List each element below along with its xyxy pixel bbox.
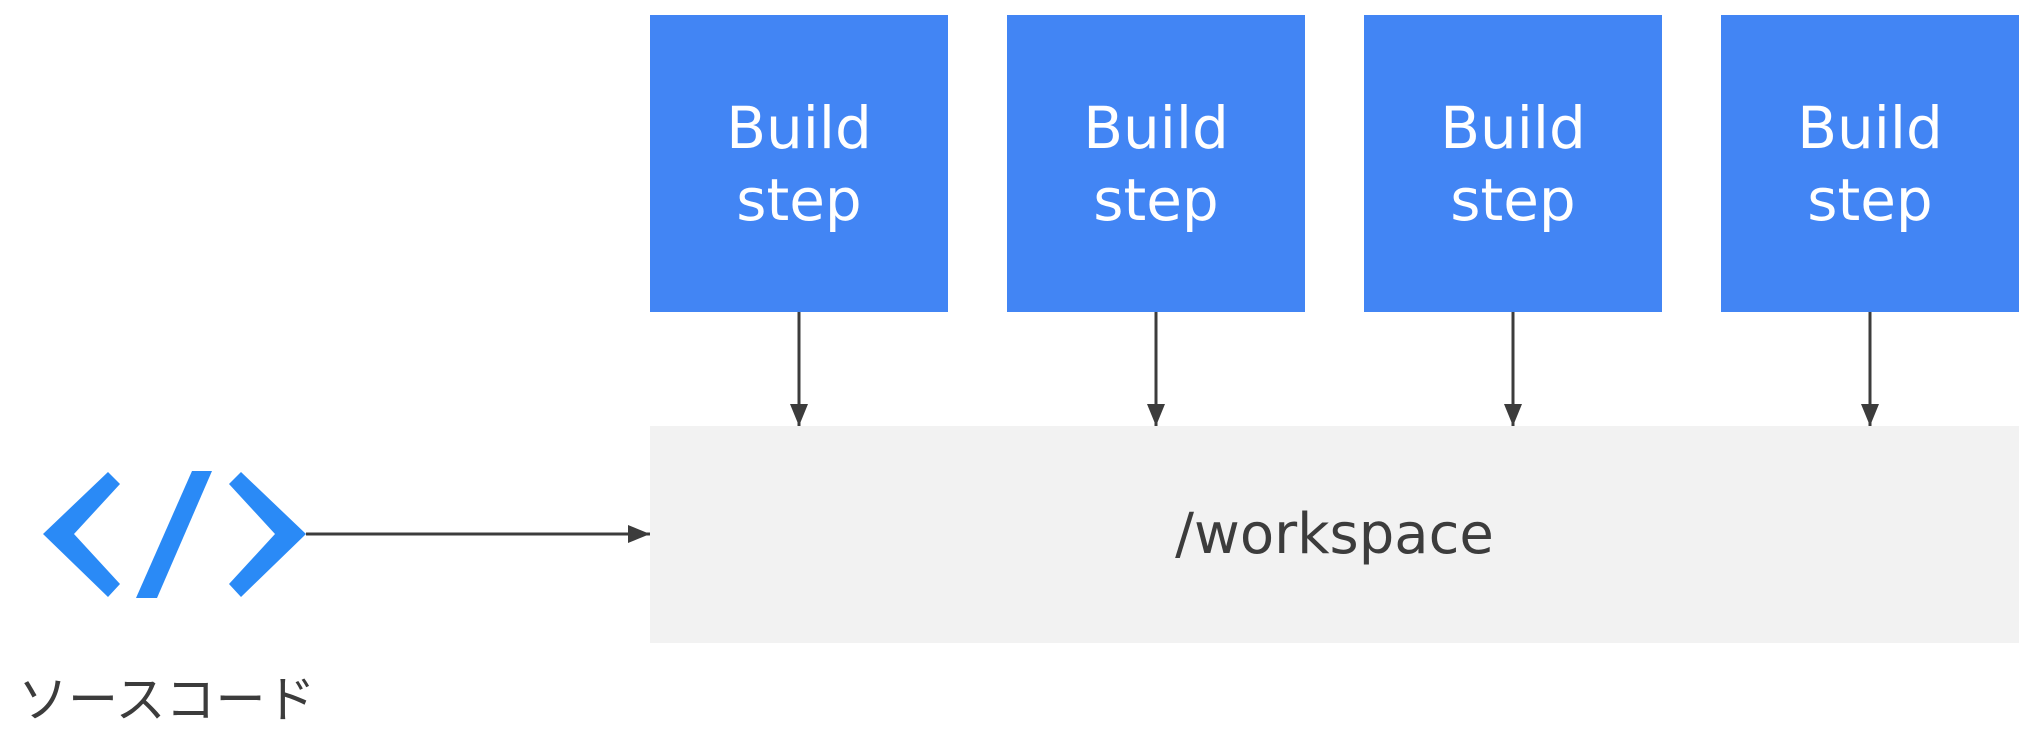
build-step-label-line2: step [1093,165,1219,234]
workspace-box: /workspace [650,426,2019,643]
build-step-label-line1: Build [726,93,872,162]
build-step-label-line1: Build [1440,93,1586,162]
workspace-label: /workspace [1175,502,1494,567]
build-step-label-line2: step [736,165,862,234]
build-step-label-line2: step [1807,165,1933,234]
build-step-3: Build step [1364,15,1662,312]
build-step-1: Build step [650,15,948,312]
build-step-label-line1: Build [1083,93,1229,162]
build-step-4: Build step [1721,15,2019,312]
source-code-label: ソースコード [18,671,316,729]
code-icon [43,471,306,598]
build-step-label-line1: Build [1797,93,1943,162]
build-step-2: Build step [1007,15,1305,312]
build-step-label-line2: step [1450,165,1576,234]
